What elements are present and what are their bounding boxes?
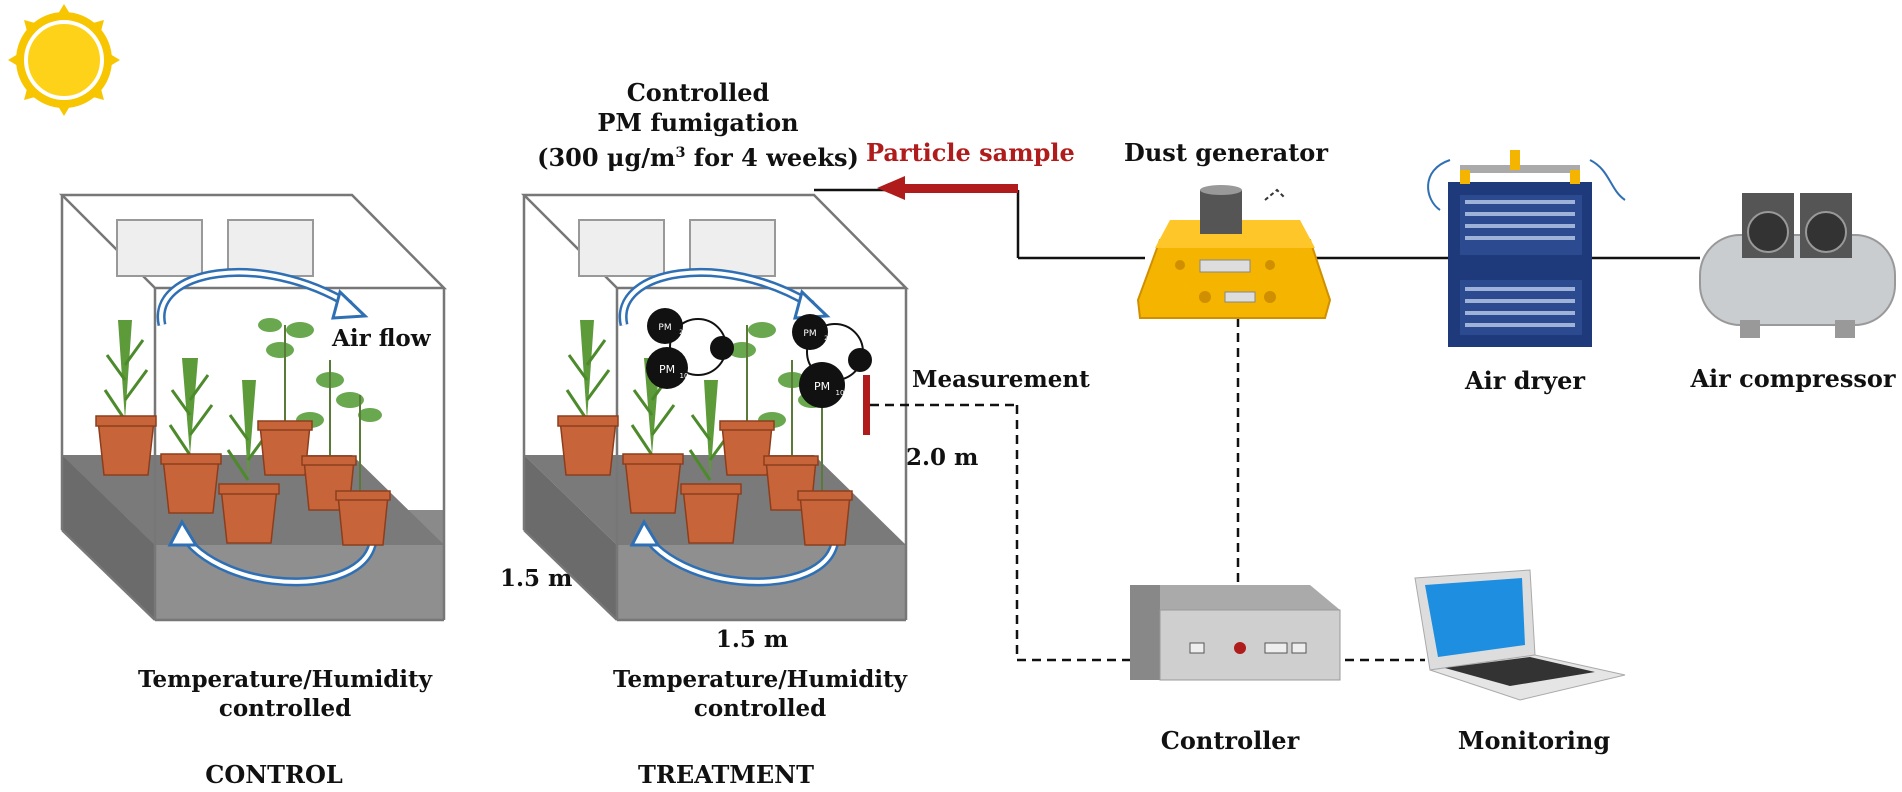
title-line2: PM fumigation: [597, 108, 799, 137]
title-line1: Controlled: [626, 78, 770, 107]
pm10-sub-b: 10: [836, 389, 845, 397]
air-dryer-label: Air dryer: [1464, 366, 1586, 395]
pm25-sub-b: 2.5: [824, 335, 834, 342]
sun-icon: [8, 4, 120, 116]
measurement-label: Measurement: [912, 366, 1090, 393]
title: Controlled PM fumigation (300 μg/m3 for …: [537, 78, 859, 173]
treatment-caption-line2: controlled: [693, 695, 827, 722]
dust-generator-label: Dust generator: [1124, 138, 1328, 167]
pm25-label-a: PM: [658, 323, 671, 333]
pm10-label-b: PM: [814, 380, 830, 393]
title-line3-pre: (300 μg/m: [537, 143, 676, 172]
pm25-label-b: PM: [803, 329, 816, 339]
data-lines: [870, 318, 1425, 662]
title-line3-post: for 4 weeks): [685, 143, 859, 172]
depth-label: 1.5 m: [500, 565, 573, 592]
control-caption: Temperature/Humidity controlled: [138, 665, 432, 723]
treatment-caption-line1: Temperature/Humidity: [612, 666, 908, 693]
control-caption-line2: controlled: [218, 695, 352, 722]
particle-sample-label: Particle sample: [866, 138, 1075, 167]
air-compressor-label: Air compressor: [1690, 364, 1896, 393]
air-dryer-icon: [1427, 150, 1626, 347]
height-label: 2.0 m: [906, 444, 979, 471]
pm10-sub-a: 10: [680, 372, 689, 380]
controller-label: Controller: [1160, 726, 1300, 755]
pm25-sub-a: 2.5: [679, 329, 689, 336]
particle-sample-arrow: [877, 176, 1018, 200]
width-label: 1.5 m: [715, 626, 789, 653]
dust-generator-icon: [1136, 185, 1332, 319]
control-group-label: CONTROL: [205, 760, 343, 789]
air-flow-label: Air flow: [332, 325, 431, 352]
title-line3-sup: 3: [675, 144, 686, 161]
controller-icon: [1130, 585, 1341, 681]
control-chamber: [58, 193, 447, 622]
treatment-caption: Temperature/Humidity controlled: [613, 665, 907, 723]
treatment-chamber: PM PM PM PM 2.5 10 2.5 10: [520, 193, 909, 622]
control-caption-line1: Temperature/Humidity: [137, 666, 433, 693]
air-compressor-icon: [1699, 193, 1896, 338]
laptop-icon: [1414, 569, 1626, 701]
monitoring-label: Monitoring: [1457, 726, 1611, 755]
pm10-label-a: PM: [659, 363, 675, 376]
pm-sensor-icon: PM PM PM PM 2.5 10 2.5 10: [646, 308, 872, 435]
plant-pots: [95, 318, 391, 546]
treatment-group-label: TREATMENT: [638, 760, 814, 789]
